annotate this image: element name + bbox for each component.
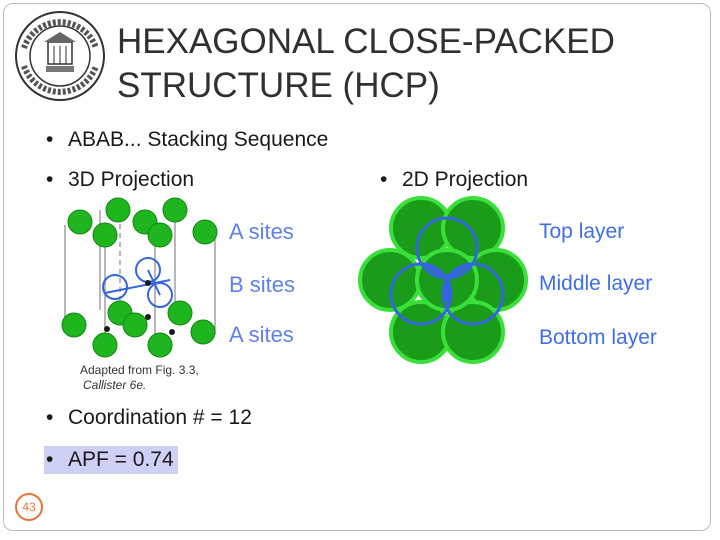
label-a-sites-bottom: A sites — [229, 322, 294, 347]
label-top-layer: Top layer — [539, 220, 625, 243]
bullet-3d-text: 3D Projection — [68, 168, 195, 191]
bullet-dot-icon: • — [46, 406, 54, 429]
page-number-badge: 43 — [15, 493, 43, 521]
college-seal-logo — [15, 11, 105, 101]
label-middle-layer: Middle layer — [539, 272, 653, 295]
label-a-sites-top: A sites — [229, 219, 294, 244]
bullet-coordination: • Coordination # = 12 — [46, 406, 252, 430]
title-line-1: HEXAGONAL CLOSE-PACKED — [117, 22, 615, 61]
bullet-dot-icon: • — [380, 168, 388, 191]
label-bottom-layer: Bottom layer — [539, 326, 657, 349]
bullet-stacking: • ABAB... Stacking Sequence — [46, 128, 328, 152]
bullet-dot-icon: • — [46, 168, 54, 191]
bullet-2d-text: 2D Projection — [402, 168, 529, 191]
title-line-2: STRUCTURE (HCP) — [117, 66, 440, 105]
label-b-sites: B sites — [229, 272, 296, 297]
caption-line-2: Callister 6e. — [83, 378, 147, 392]
bullet-dot-icon: • — [46, 128, 54, 151]
bullet-coordination-text: Coordination # = 12 — [68, 406, 252, 429]
caption-line-1: Adapted from Fig. 3.3, — [80, 363, 199, 377]
slide-frame — [3, 3, 711, 531]
figure-caption: Adapted from Fig. 3.3, Callister 6e. — [80, 363, 199, 393]
bullet-stacking-text: ABAB... Stacking Sequence — [68, 128, 329, 151]
bullet-2d-projection: • 2D Projection — [380, 168, 528, 192]
slide-title: HEXAGONAL CLOSE-PACKED STRUCTURE (HCP) — [117, 20, 707, 108]
bullet-apf: • APF = 0.74 — [44, 446, 178, 474]
bullet-3d-projection: • 3D Projection — [46, 168, 194, 192]
bullet-apf-text: APF = 0.74 — [68, 448, 174, 471]
bullet-dot-icon: • — [46, 448, 54, 471]
hcp-3d-figure — [61, 197, 218, 358]
hcp-2d-figure — [358, 196, 528, 364]
